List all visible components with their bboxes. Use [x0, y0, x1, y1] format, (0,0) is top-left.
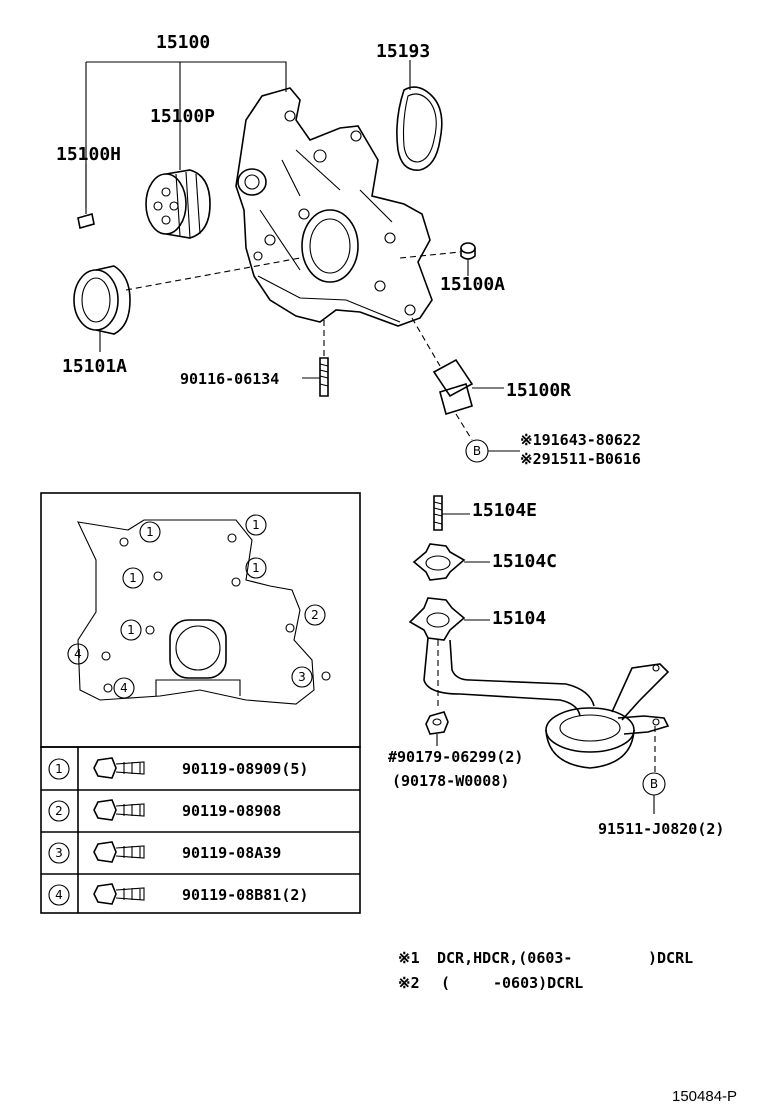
- drive-gear-15100P: [145, 169, 211, 239]
- inset-marker-1c: 1: [245, 557, 267, 579]
- bolt-table: [40, 746, 361, 914]
- svg-text:4: 4: [55, 888, 63, 902]
- svg-text:3: 3: [55, 846, 63, 860]
- svg-text:1: 1: [127, 623, 135, 637]
- svg-text:※1: ※1: [398, 949, 420, 967]
- bolt-row-1: 1 90119-08909(5): [48, 757, 308, 780]
- inset-marker-1d: 1: [122, 567, 144, 589]
- svg-text:1: 1: [146, 525, 154, 539]
- oil-seal-15101A: [73, 257, 301, 352]
- inset-housing-outline: [77, 519, 331, 705]
- svg-text:1: 1: [252, 518, 260, 532]
- sensor-15100R: [411, 317, 504, 441]
- note-1: ※1 DCR,HDCR,(0603- )DCRL: [398, 949, 693, 967]
- label-15100H: 15100H: [56, 144, 121, 165]
- inset-marker-3: 3: [291, 666, 313, 688]
- svg-text:)DCRL: )DCRL: [648, 949, 693, 967]
- svg-text:4: 4: [74, 647, 82, 661]
- svg-text:1: 1: [129, 571, 137, 585]
- label-15101A: 15101A: [62, 356, 127, 377]
- nut-90179: [425, 711, 449, 746]
- label-15193: 15193: [376, 41, 430, 62]
- label-15100A: 15100A: [440, 274, 505, 295]
- bolt-icon: [93, 799, 145, 821]
- svg-text:1: 1: [252, 561, 260, 575]
- bolt-icon: [93, 883, 145, 905]
- bolt-icon: [93, 757, 145, 779]
- callout-b-right: B: [642, 772, 666, 814]
- inset-marker-1b: 1: [245, 514, 267, 536]
- bolt-row-2: 2 90119-08908: [48, 799, 281, 822]
- label-15100P: 15100P: [150, 106, 215, 127]
- oil-pump-body-drawing: [235, 87, 433, 327]
- label-15100R: 15100R: [506, 380, 571, 401]
- callout-b-left: B: [465, 439, 520, 463]
- svg-text:90119-08A39: 90119-08A39: [182, 844, 281, 862]
- stud-15104E: [433, 495, 470, 531]
- svg-text:3: 3: [298, 670, 306, 684]
- svg-text:B: B: [650, 777, 658, 791]
- svg-text:B: B: [473, 444, 481, 458]
- label-90116: 90116-06134: [180, 370, 279, 388]
- label-15100: 15100: [156, 32, 210, 53]
- label-15104E: 15104E: [472, 500, 537, 521]
- o-ring-15193: [396, 60, 443, 171]
- inset-marker-1e: 1: [120, 619, 142, 641]
- bolt-icon: [93, 841, 145, 863]
- label-91511: 91511-J0820(2): [598, 820, 724, 838]
- svg-text:2: 2: [311, 608, 319, 622]
- svg-text:DCR,HDCR,(0603-: DCR,HDCR,(0603-: [437, 949, 572, 967]
- label-15104C: 15104C: [492, 551, 557, 572]
- svg-text:(: (: [441, 974, 450, 992]
- diagram-id: 150484-P: [672, 1088, 737, 1105]
- label-ref2: ※291511-B0616: [520, 450, 641, 468]
- svg-text:90119-08B81(2): 90119-08B81(2): [182, 886, 308, 904]
- label-90178: (90178-W0008): [392, 772, 509, 790]
- svg-text:4: 4: [120, 681, 128, 695]
- bolt-row-3: 3 90119-08A39: [48, 841, 281, 864]
- plug-15100H: [77, 164, 95, 230]
- bracket-15100: [85, 61, 287, 208]
- inset-marker-1a: 1: [139, 521, 161, 543]
- strainer-15104: [408, 597, 670, 772]
- stud-90116: [319, 320, 329, 397]
- svg-text:90119-08908: 90119-08908: [182, 802, 281, 820]
- svg-text:※2: ※2: [398, 974, 420, 992]
- pin-15100A: [399, 242, 476, 276]
- label-15104: 15104: [492, 608, 546, 629]
- label-90179: #90179-06299(2): [388, 748, 523, 766]
- bolt-row-4: 4 90119-08B81(2): [48, 883, 308, 906]
- inset-marker-4a: 4: [67, 643, 89, 665]
- svg-text:90119-08909(5): 90119-08909(5): [182, 760, 308, 778]
- inset-marker-2: 2: [304, 604, 326, 626]
- gasket-15104C: [412, 543, 490, 581]
- svg-text:1: 1: [55, 762, 63, 776]
- inset-marker-4b: 4: [113, 677, 135, 699]
- svg-text:-0603)DCRL: -0603)DCRL: [493, 974, 583, 992]
- label-ref1: ※191643-80622: [520, 431, 641, 449]
- svg-text:2: 2: [55, 804, 63, 818]
- note-2: ※2 ( -0603)DCRL: [398, 974, 583, 992]
